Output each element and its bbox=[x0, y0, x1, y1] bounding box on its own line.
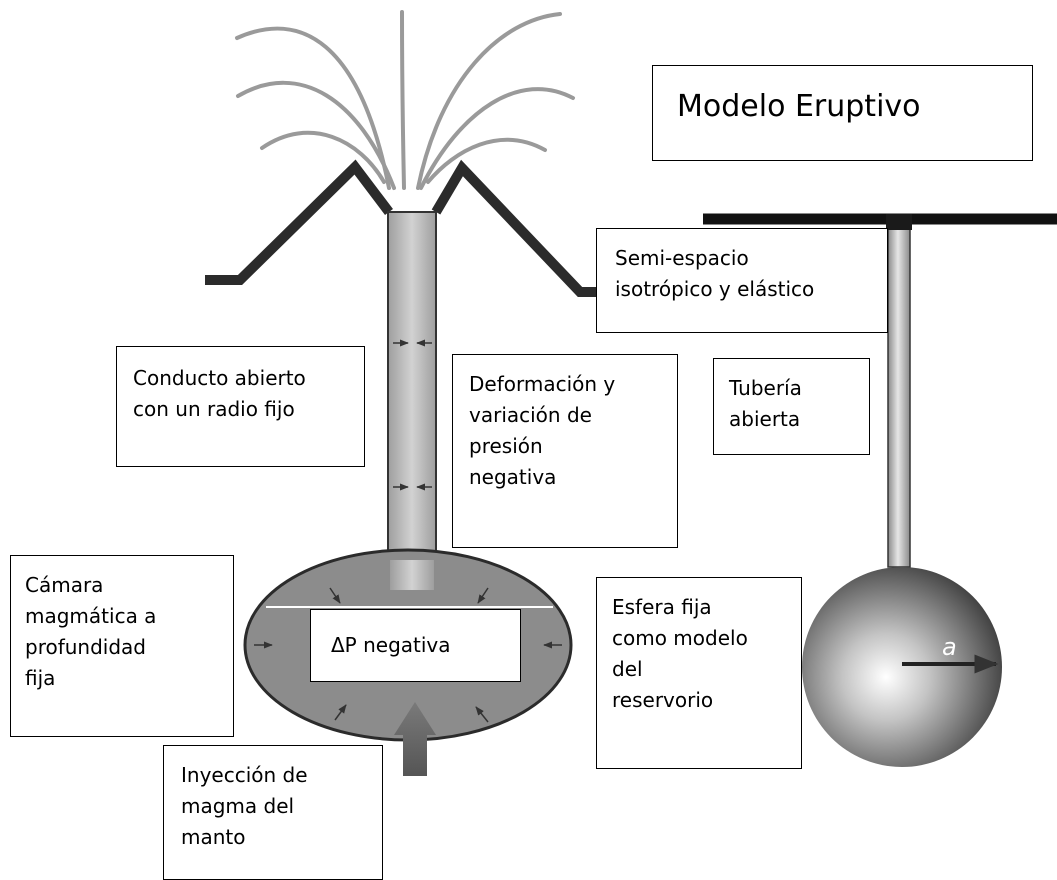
volcano-profile bbox=[205, 159, 600, 297]
camara-box: Cámara magmática a profundidad fija bbox=[10, 555, 234, 737]
esfera-box: Esfera fija como modelo del reservorio bbox=[596, 577, 802, 769]
radius-label: a bbox=[942, 633, 957, 661]
deformacion-box: Deformación y variación de presión negat… bbox=[452, 354, 678, 548]
conducto-box: Conducto abierto con un radio fijo bbox=[116, 346, 365, 467]
open-pipe bbox=[887, 224, 911, 568]
inyeccion-box: Inyección de magma del manto bbox=[163, 745, 383, 880]
delta-p-label: ΔP negativa bbox=[331, 633, 451, 657]
deformacion-label: Deformación y variación de presión negat… bbox=[469, 372, 616, 489]
semi-espacio-box: Semi-espacio isotrópico y elástico bbox=[596, 228, 888, 333]
title-box: Modelo Eruptivo bbox=[652, 65, 1033, 161]
volcanic-conduit bbox=[387, 211, 437, 585]
tuberia-label: Tubería abierta bbox=[729, 376, 802, 431]
diagram-title: Modelo Eruptivo bbox=[677, 89, 921, 124]
eruption-plume bbox=[235, 10, 575, 190]
magma-injection-arrow bbox=[394, 702, 436, 776]
chamber-pressure-arrows bbox=[254, 587, 562, 723]
esfera-label: Esfera fija como modelo del reservorio bbox=[612, 595, 748, 712]
chamber-conduit-join bbox=[390, 560, 434, 590]
delta-p-box: ΔP negativa bbox=[310, 609, 521, 682]
conducto-label: Conducto abierto con un radio fijo bbox=[133, 366, 306, 421]
conduit-pressure-arrows bbox=[393, 339, 432, 491]
reservoir-sphere bbox=[802, 567, 1002, 767]
tuberia-box: Tubería abierta bbox=[713, 358, 870, 455]
camara-label: Cámara magmática a profundidad fija bbox=[25, 573, 157, 690]
semi-espacio-label: Semi-espacio isotrópico y elástico bbox=[615, 246, 815, 301]
inyeccion-label: Inyección de magma del manto bbox=[181, 763, 308, 849]
pipe-cap bbox=[886, 214, 912, 230]
